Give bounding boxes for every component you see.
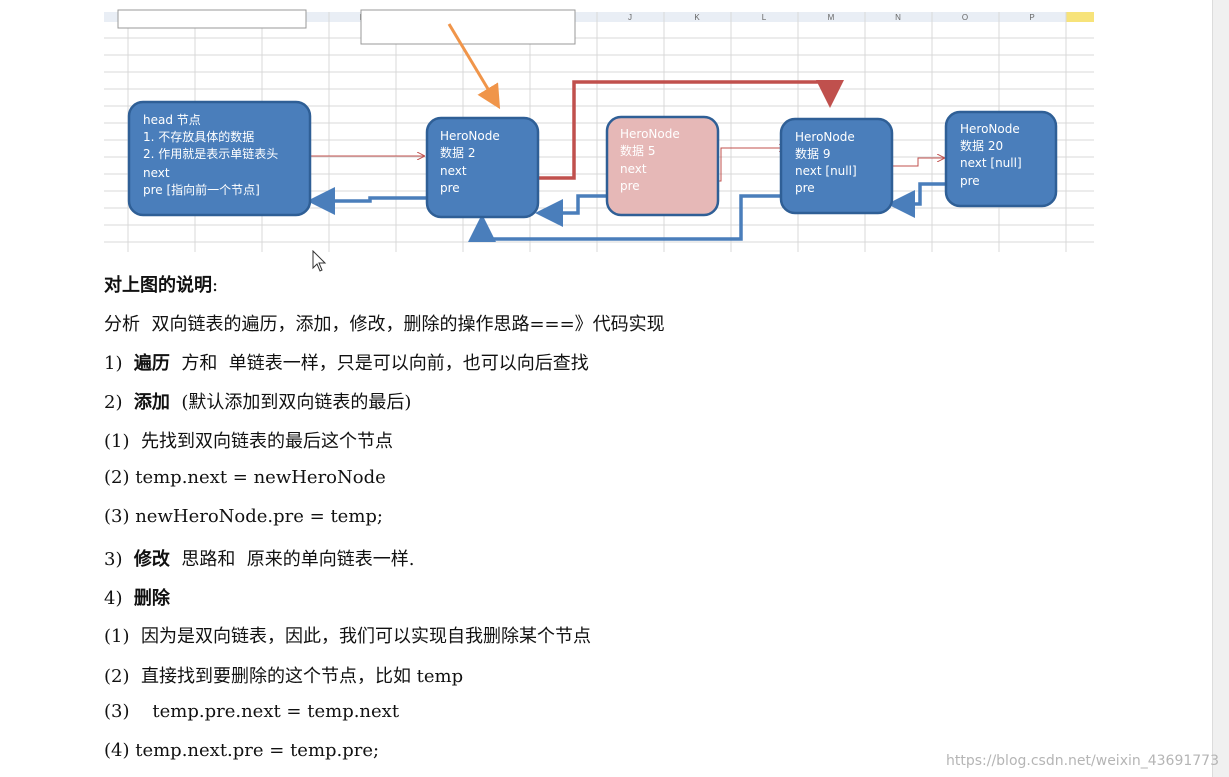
traverse-desc: 方和 单链表一样，只是可以向前，也可以向后查找 <box>169 353 589 374</box>
add-step-2: (2) temp.next = newHeroNode <box>104 467 386 488</box>
head-node-next: next <box>143 166 170 180</box>
node-20-pre: pre <box>960 174 980 188</box>
head-node-title: head 节点 <box>143 113 201 127</box>
delete-number: 4) <box>104 588 134 609</box>
traverse-number: 1) <box>104 353 134 374</box>
node-5-next: next <box>620 162 647 176</box>
heading-colon: : <box>212 275 219 296</box>
column-letter: L <box>762 13 767 22</box>
modify-line: 3) 修改 思路和 原来的单向链表一样. <box>104 545 415 571</box>
modify-number: 3) <box>104 549 134 570</box>
add-keyword: 添加 <box>133 392 170 413</box>
node-2-data: 数据 2 <box>440 145 475 160</box>
orange-pointer-arrow <box>447 23 501 110</box>
column-letter: N <box>895 13 901 22</box>
modify-desc: 思路和 原来的单向链表一样. <box>169 549 415 570</box>
hero-node-20: HeroNode 数据 20 next [null] pre <box>944 110 1058 208</box>
add-desc: (默认添加到双向链表的最后) <box>169 392 412 413</box>
head-node-desc2: 2. 作用就是表示单链表头 <box>143 146 278 161</box>
node-9-data: 数据 9 <box>795 146 830 161</box>
node-5-type: HeroNode <box>620 127 680 141</box>
thin-next-arrow-9-to-20 <box>892 158 944 167</box>
node-2-next: next <box>440 164 467 178</box>
blue-pre-arrow-9-to-2 <box>468 194 796 242</box>
column-letter: O <box>962 13 968 22</box>
traverse-keyword: 遍历 <box>133 353 170 374</box>
column-letter: J <box>628 13 632 22</box>
column-letter: K <box>694 13 700 22</box>
node-5-pre: pre <box>620 179 640 193</box>
mouse-cursor-icon <box>312 250 327 272</box>
vertical-scrollbar[interactable] <box>1212 0 1229 777</box>
hero-node-9: HeroNode 数据 9 next [null] pre <box>779 117 894 215</box>
delete-step-1: (1) 因为是双向链表，因此，我们可以实现自我删除某个节点 <box>104 626 591 647</box>
node-9-type: HeroNode <box>795 130 855 144</box>
node-5-data: 数据 5 <box>620 143 655 158</box>
blue-pre-arrow-2-to-head <box>307 187 428 215</box>
explanation-heading: 对上图的说明 <box>104 275 212 296</box>
delete-line: 4) 删除 <box>104 584 170 610</box>
node-9-next: next [null] <box>795 164 857 178</box>
add-line: 2) 添加 (默认添加到双向链表的最后) <box>104 388 411 414</box>
traverse-line: 1) 遍历 方和 单链表一样，只是可以向前，也可以向后查找 <box>104 349 589 375</box>
blue-pre-arrow-20-to-9 <box>887 182 946 218</box>
node-20-type: HeroNode <box>960 122 1020 136</box>
hero-node-5: HeroNode 数据 5 next pre <box>605 115 720 217</box>
red-next-arrow-2-to-9 <box>517 80 844 180</box>
node-20-next: next [null] <box>960 156 1022 170</box>
blue-pre-arrow-5-to-2 <box>535 194 624 227</box>
doubly-linked-list-diagram: C D E F G H I J K L M N O P head 节点 1. 不… <box>104 9 1094 252</box>
node-20-data: 数据 20 <box>960 138 1003 153</box>
head-node-pre: pre [指向前一个节点] <box>143 182 260 197</box>
add-step-3: (3) newHeroNode.pre = temp; <box>104 506 383 527</box>
node-9-pre: pre <box>795 181 815 195</box>
delete-step-2: (2) 直接找到要删除的这个节点，比如 temp <box>104 666 464 687</box>
csdn-watermark: https://blog.csdn.net/weixin_43691773 <box>945 753 1219 769</box>
empty-shape-middle <box>360 9 576 45</box>
add-step-1: (1) 先找到双向链表的最后这个节点 <box>104 431 393 452</box>
delete-step-3: (3) temp.pre.next = temp.next <box>104 701 400 722</box>
explanation-heading-line: 对上图的说明: <box>104 271 218 297</box>
head-node: head 节点 1. 不存放具体的数据 2. 作用就是表示单链表头 next p… <box>127 100 312 217</box>
analysis-line: 分析 双向链表的遍历，添加，修改，删除的操作思路===》代码实现 <box>104 314 665 335</box>
column-letter: M <box>828 13 835 22</box>
delete-step-4: (4) temp.next.pre = temp.pre; <box>104 740 380 761</box>
hero-node-2: HeroNode 数据 2 next pre <box>425 116 540 219</box>
column-letter: P <box>1029 13 1034 22</box>
empty-shape-left <box>117 9 307 29</box>
modify-keyword: 修改 <box>133 549 170 570</box>
node-2-type: HeroNode <box>440 129 500 143</box>
node-2-pre: pre <box>440 181 460 195</box>
head-node-desc1: 1. 不存放具体的数据 <box>143 129 254 144</box>
add-number: 2) <box>104 392 134 413</box>
delete-keyword: 删除 <box>133 588 170 609</box>
